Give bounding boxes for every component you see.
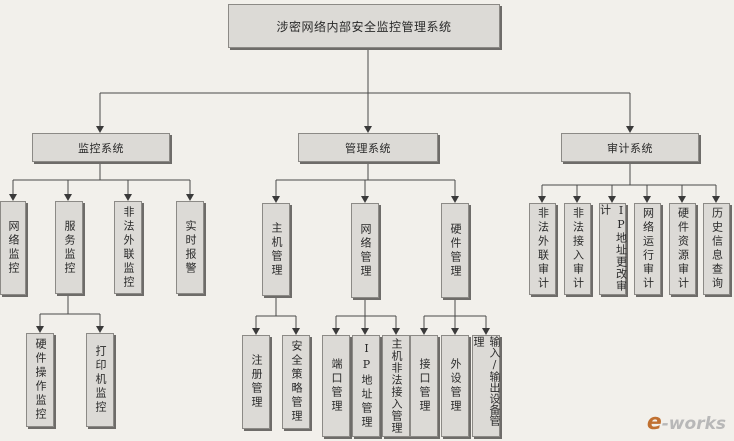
register-manage-node: 注册管理 <box>242 335 270 429</box>
network-running-audit-node: 网络运行审计 <box>634 203 661 295</box>
eworks-watermark: e-works <box>647 410 726 435</box>
host-illegal-access-manage-label: 主机非法接入管理 <box>390 338 403 434</box>
printer-monitor-node: 打印机监控 <box>86 333 114 427</box>
manage-system-node: 管理系统 <box>298 133 438 162</box>
history-query-node: 历史信息查询 <box>703 203 730 295</box>
hardware-manage-label: 硬件管理 <box>449 222 462 279</box>
ip-address-manage-label: IP地址管理 <box>360 342 373 430</box>
network-monitor-node: 网络监控 <box>0 201 26 295</box>
hardware-resource-audit-node: 硬件资源审计 <box>669 203 696 295</box>
ip-change-audit-node: IP地址更改审计 <box>598 203 628 295</box>
host-illegal-access-manage-node: 主机非法接入管理 <box>382 335 410 437</box>
illegal-access-audit-node: 非法接入审计 <box>564 203 591 295</box>
hardware-operation-monitor-node: 硬件操作监控 <box>26 333 54 427</box>
io-device-manage-node: 输入/输出设备管理 <box>472 335 501 437</box>
hardware-operation-monitor-label: 硬件操作监控 <box>34 338 47 422</box>
interface-manage-node: 接口管理 <box>410 335 438 437</box>
network-running-audit-label: 网络运行审计 <box>641 207 655 291</box>
audit-system-label: 审计系统 <box>607 141 653 155</box>
peripheral-manage-node: 外设管理 <box>441 335 469 437</box>
root-node: 涉密网络内部安全监控管理系统 <box>228 4 500 48</box>
hardware-manage-node: 硬件管理 <box>441 203 469 298</box>
watermark-text: -works <box>661 414 726 434</box>
root-label: 涉密网络内部安全监控管理系统 <box>276 19 452 34</box>
ip-address-manage-node: IP地址管理 <box>352 335 380 437</box>
port-manage-node: 端口管理 <box>322 335 350 437</box>
illegal-outlink-monitor-node: 非法外联监控 <box>114 201 142 294</box>
illegal-outlink-audit-node: 非法外联审计 <box>529 203 556 295</box>
service-monitor-label: 服务监控 <box>63 219 76 276</box>
realtime-alarm-label: 实时报警 <box>184 219 197 276</box>
service-monitor-node: 服务监控 <box>55 201 83 294</box>
illegal-outlink-monitor-label: 非法外联监控 <box>122 205 135 290</box>
ip-change-audit-label: IP地址更改审计 <box>598 204 628 292</box>
interface-manage-label: 接口管理 <box>418 358 431 414</box>
monitor-system-node: 监控系统 <box>32 133 170 162</box>
hardware-resource-audit-label: 硬件资源审计 <box>676 207 690 291</box>
history-query-label: 历史信息查询 <box>710 207 724 291</box>
security-policy-manage-label: 安全策略管理 <box>290 340 303 424</box>
manage-system-label: 管理系统 <box>345 141 391 155</box>
illegal-outlink-audit-label: 非法外联审计 <box>536 207 550 291</box>
realtime-alarm-node: 实时报警 <box>176 201 204 294</box>
io-device-manage-label: 输入/输出设备管理 <box>472 336 501 426</box>
network-monitor-label: 网络监控 <box>7 220 20 276</box>
security-policy-manage-node: 安全策略管理 <box>282 335 310 429</box>
network-manage-label: 网络管理 <box>359 222 372 279</box>
host-manage-label: 主机管理 <box>270 221 283 278</box>
printer-monitor-label: 打印机监控 <box>94 345 107 415</box>
audit-system-node: 审计系统 <box>561 133 699 162</box>
peripheral-manage-label: 外设管理 <box>449 358 462 414</box>
network-manage-node: 网络管理 <box>351 203 379 298</box>
port-manage-label: 端口管理 <box>330 358 343 414</box>
register-manage-label: 注册管理 <box>250 354 263 410</box>
monitor-system-label: 监控系统 <box>78 141 124 155</box>
illegal-access-audit-label: 非法接入审计 <box>571 207 585 291</box>
host-manage-node: 主机管理 <box>262 203 290 296</box>
watermark-e: e <box>646 410 662 435</box>
